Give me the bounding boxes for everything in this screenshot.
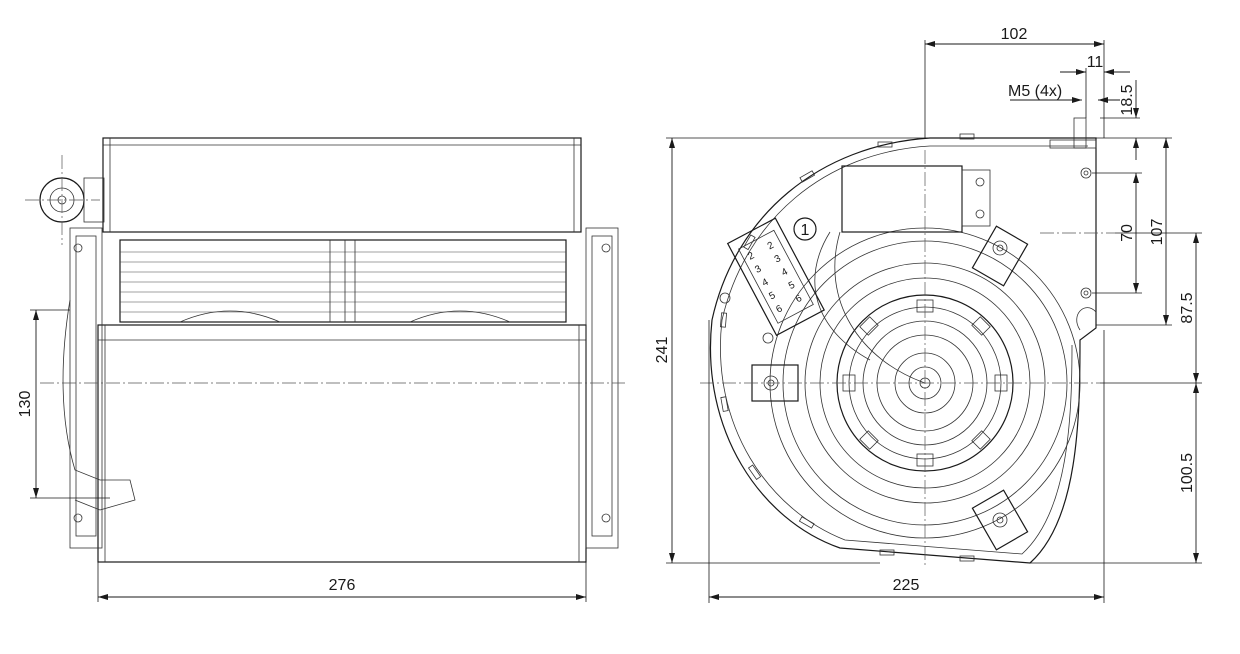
dim-front-slot-offset: 11: [1087, 54, 1104, 71]
callout-circle: [793, 217, 817, 241]
mounting-brackets: [751, 225, 1029, 551]
terminal-number: 5: [767, 290, 777, 303]
terminal-number: 4: [760, 277, 770, 290]
dim-side-inlet-height: 130: [17, 391, 34, 418]
callout-number: 1: [801, 222, 810, 239]
side-view: 276 130: [17, 137, 625, 602]
dim-front-upper-offset: 87.5: [1179, 292, 1196, 323]
thread-label: M5 (4x): [1008, 83, 1062, 100]
terminal-number: 2: [746, 250, 756, 263]
terminal-number: 5: [787, 279, 797, 292]
terminal-number: 3: [773, 253, 783, 266]
scroll-notches: [719, 133, 975, 562]
dim-front-height: 241: [654, 337, 671, 364]
mount-hole: [1080, 167, 1092, 179]
dim-front-outlet-width: 102: [1001, 26, 1028, 43]
terminal-number: 3: [753, 263, 763, 276]
mount-hole: [1080, 287, 1092, 299]
dim-front-lower-offset: 100.5: [1179, 453, 1196, 493]
dim-side-width: 276: [329, 577, 356, 594]
terminal-number: 2: [766, 240, 776, 253]
terminal-number: 4: [780, 266, 790, 279]
terminal-number: 6: [774, 303, 784, 316]
stator-teeth: [842, 299, 1008, 467]
dim-front-top-offset: 18.5: [1119, 84, 1136, 115]
dim-front-outlet-height: 107: [1149, 219, 1166, 246]
dim-front-width: 225: [893, 577, 920, 594]
impeller-fins: [120, 240, 566, 323]
terminal-block: 2 3 4 5 6 2 3 4 5 6: [726, 217, 826, 337]
terminal-number: 6: [794, 293, 804, 306]
front-view: 2 3 4 5 6 2 3 4 5 6 1 102: [654, 26, 1202, 603]
